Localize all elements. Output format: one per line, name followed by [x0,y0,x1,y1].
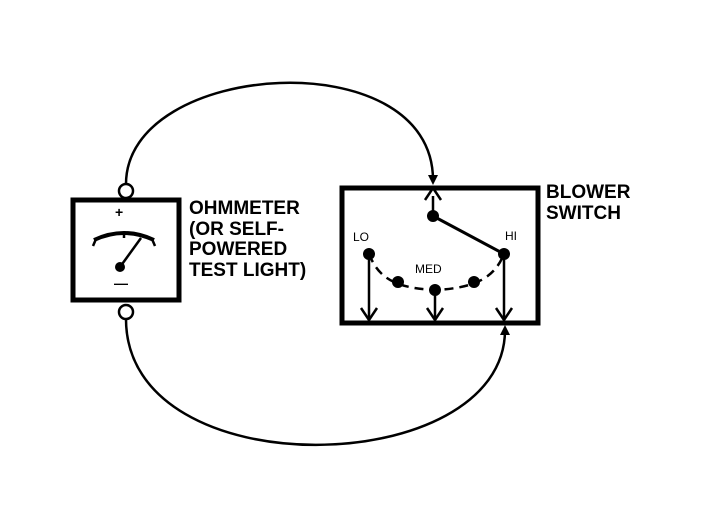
ohmmeter-positive-terminal [117,182,135,200]
lo-output-arrow [359,307,379,323]
ohmmeter-label-line-3: POWERED [189,239,288,261]
meter-pivot [115,262,125,272]
ohmmeter-label-line-2: (OR SELF- [189,218,284,240]
ohmmeter-label-line-1: OHMMETER [189,198,300,219]
ohmmeter-label-line-4: TEST LIGHT) [189,259,307,281]
ohmmeter-box [70,197,182,303]
blower-switch-label-line-2: SWITCH [546,202,621,224]
ohmmeter-negative-terminal [117,303,135,321]
ohmmeter-label: OHMMETER (OR SELF- POWERED TEST LIGHT) [189,198,307,281]
hi-output-arrow [494,307,514,323]
meter-scale-tick-left [91,238,98,247]
meter-scale-tick-right [150,238,157,247]
lo-position-label: LO [353,230,370,244]
ohmmeter-minus-label: — [114,275,128,291]
bottom-test-lead [124,318,510,446]
blower-switch-label-line-1: BLOWER [546,182,631,203]
top-test-lead [124,81,438,185]
blower-switch-box [339,185,541,326]
ohmmeter-plus-label: + [115,204,124,220]
meter-needle [118,237,143,268]
hi-position-label: HI [505,229,517,243]
med-output-arrow [425,307,445,323]
blower-switch-label: BLOWER SWITCH [546,182,631,224]
med-position-label: MED [415,262,442,276]
switch-blade [432,214,505,256]
common-terminal-arrow [423,185,443,201]
